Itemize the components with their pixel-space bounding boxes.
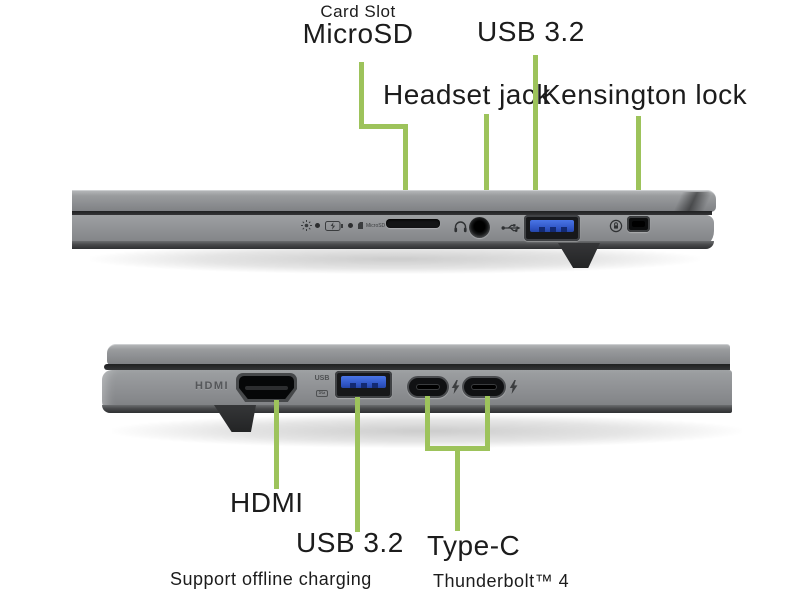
brightness-led-icon xyxy=(301,220,312,231)
usb-a-port-bottom xyxy=(335,371,392,398)
power-led xyxy=(315,223,320,228)
microsd-leader-line-v1 xyxy=(359,62,364,129)
usb-badge-text: USB xyxy=(314,375,330,382)
usb-bottom-leader-line xyxy=(355,397,360,532)
type-c-leader-bridge xyxy=(425,446,490,451)
kensington-leader-line xyxy=(636,116,641,219)
type-c-label: Type-C xyxy=(427,530,521,561)
laptop-body-edge xyxy=(72,215,714,249)
hdmi-label: HDMI xyxy=(230,487,304,518)
laptop-lid-edge-2 xyxy=(107,344,730,365)
card-slot-label: Card Slot xyxy=(320,2,396,21)
usb-icon xyxy=(501,224,521,232)
usb-c-port-1 xyxy=(407,376,449,398)
type-c-leader-right xyxy=(485,396,490,451)
chassis-underside-2 xyxy=(102,405,732,413)
usb-3-2-top-label: USB 3.2 xyxy=(477,16,585,47)
hdmi-engraving: HDMI xyxy=(195,380,230,392)
headset-jack-port xyxy=(469,217,490,238)
lid-body-seam-2 xyxy=(104,364,730,370)
hdmi-leader-line xyxy=(274,400,279,489)
headset-leader-line xyxy=(484,114,489,224)
microsd-leader-line-h xyxy=(359,124,408,129)
usb-a-pins-2 xyxy=(345,383,382,388)
usb-c-port-2 xyxy=(462,376,506,398)
type-c-leader-left xyxy=(425,396,430,451)
thunderbolt-flash-icon-1 xyxy=(451,380,460,394)
microsd-leader-line-v2 xyxy=(403,124,408,224)
microsd-card-icon xyxy=(358,222,363,229)
battery-charging-icon xyxy=(325,221,343,231)
usb-c-slot-1 xyxy=(416,384,440,390)
headset-jack-label: Headset jack xyxy=(383,79,551,110)
usb-a-port-top xyxy=(524,215,580,241)
kensington-lock-icon xyxy=(609,219,623,233)
lid-body-seam xyxy=(72,211,712,215)
laptop-lid-edge xyxy=(72,190,716,212)
kensington-slit xyxy=(632,221,645,227)
kensington-lock-label: Kensington lock xyxy=(542,79,748,110)
type-c-leader-center xyxy=(455,451,460,531)
usb-a-pins xyxy=(534,227,570,232)
microsd-label: MicroSD xyxy=(302,18,414,49)
usb-c-slot-2 xyxy=(471,384,497,390)
hdmi-port-slit xyxy=(245,386,288,390)
kensington-lock-slot xyxy=(627,216,650,232)
thunderbolt-flash-icon-2 xyxy=(509,380,518,394)
usb-top-leader-line xyxy=(533,55,538,215)
offline-charging-note: Support offline charging xyxy=(170,569,372,589)
battery-led xyxy=(348,223,353,228)
hinge-shadow xyxy=(664,192,716,211)
usb-badge-speed: 5G xyxy=(315,390,329,397)
laptop-shadow xyxy=(90,244,700,274)
headset-icon xyxy=(454,221,467,233)
thunderbolt-note: Thunderbolt™ 4 xyxy=(433,571,570,591)
microsd-print-text: MicroSD xyxy=(366,222,386,229)
chassis-underside xyxy=(72,241,714,249)
hdmi-port xyxy=(236,373,297,402)
microsd-print: MicroSD xyxy=(357,221,385,230)
microsd-card-slot xyxy=(386,219,440,228)
usb-3-2-bottom-label: USB 3.2 xyxy=(296,527,404,558)
usb-5gbps-icon: USB 5G xyxy=(311,375,333,398)
